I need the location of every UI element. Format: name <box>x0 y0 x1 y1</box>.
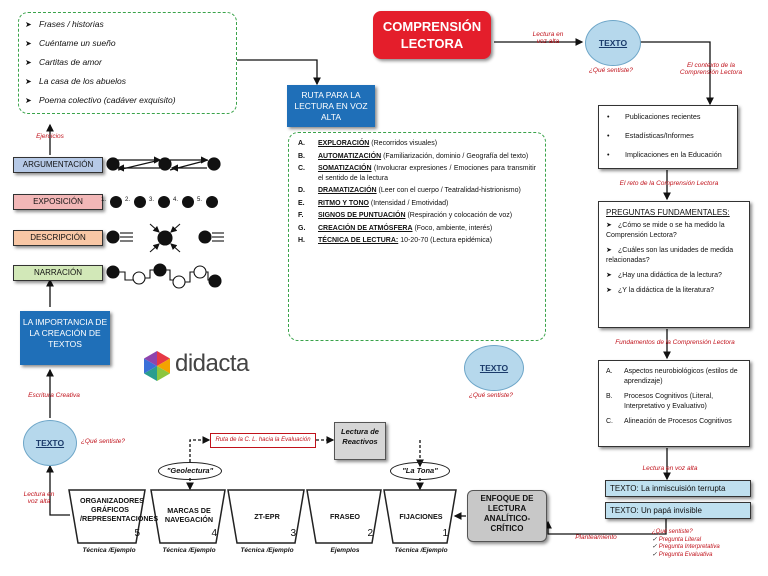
exposition-num: 5. <box>197 197 203 203</box>
aspecto-item: A.Aspectos neurobiológicos (estilos de a… <box>606 368 738 385</box>
context-box: •Publicaciones recientes •Estadísticas/I… <box>598 105 738 169</box>
aspecto-item: B.Procesos Cognitivos (Literal, Interpre… <box>606 393 714 410</box>
aspectos-box: A.Aspectos neurobiológicos (estilos de a… <box>598 360 750 447</box>
lectura-voz-alta-top: Lectura en voz alta <box>532 31 564 45</box>
fundamentos-label: Fundamentos de la Comprensión Lectora <box>615 339 735 346</box>
context-list: •Publicaciones recientes •Estadísticas/I… <box>607 112 731 169</box>
preguntas-list: ➤¿Cómo se mide o se ha medido la Compren… <box>606 221 742 296</box>
exercises-box: Frases / historias Cuéntame un sueño Car… <box>18 12 237 114</box>
exercise-item: Poema colectivo (cadáver exquisito) <box>25 91 230 110</box>
route-list: A.EXPLORACIÓN (Recorridos visuales) B.AU… <box>298 139 536 246</box>
step-2-caption: Ejemplos <box>330 547 360 554</box>
narration-chain <box>106 263 222 289</box>
step-2-shape <box>306 489 382 544</box>
route-item: F.SIGNOS DE PUNTUACIÓN (Respiración y co… <box>298 212 513 219</box>
type-descripcion: DESCRIPCIÓN <box>13 230 103 246</box>
step-3-shape <box>227 489 305 544</box>
lectura-voz-alta-right: Lectura en voz alta <box>642 465 698 472</box>
que-sentiste-left: ¿Qué sentiste? <box>80 438 126 445</box>
exercises-label: Ejercicios <box>36 133 64 140</box>
exposition-num: 4. <box>173 197 179 203</box>
steps-shapes <box>68 489 457 544</box>
que-sentiste-middle: ¿Qué sentiste? <box>468 392 514 399</box>
route-item: E.RITMO Y TONO (Intensidad / Emotividad) <box>298 199 449 207</box>
que-sentiste-top: ¿Qué sentiste? <box>588 67 634 74</box>
route-item: B.AUTOMATIZACIÓN (Familiarización, domin… <box>298 152 529 160</box>
didacta-logo-icon <box>144 351 170 381</box>
reto-label: El reto de la Comprensión Lectora <box>619 180 719 187</box>
lectura-voz-alta-left: Lectura en voz alta <box>23 491 55 505</box>
context-item: •Estadísticas/Informes <box>607 131 694 140</box>
exposition-sequence <box>110 196 218 208</box>
exercises-list: Frases / historias Cuéntame un sueño Car… <box>25 15 230 110</box>
route-item: G.CREACIÓN DE ATMÓSFERA (Foco, ambiente,… <box>298 224 493 232</box>
type-narracion: NARRACIÓN <box>13 265 103 281</box>
step-5-caption: Técnica /Ejemplo <box>82 547 136 554</box>
preguntas-title: PREGUNTAS FUNDAMENTALES: <box>606 208 730 217</box>
pregunta-item: ➤¿Cuáles son las unidades de medida rela… <box>606 247 734 264</box>
enfoque-box: ENFOQUE DE LECTURA ANALÍTICO-CRÍTICO <box>467 490 547 542</box>
route-item: A.EXPLORACIÓN (Recorridos visuales) <box>298 140 438 147</box>
exercise-item: Cartitas de amor <box>25 53 230 72</box>
page-title: COMPRENSIÓN LECTORA <box>373 11 491 59</box>
sentiste-item: ✓ Pregunta Evaluativa <box>652 551 713 558</box>
didacta-logo-text: didacta <box>175 350 249 377</box>
planteamiento-label: Planteamiento <box>575 534 617 541</box>
step-1-caption: Técnica /Ejemplo <box>394 547 448 554</box>
reactivos-box: Lectura de Reactivos <box>334 422 386 460</box>
pregunta-item: ➤¿Y la didáctica de la literatura? <box>606 287 714 294</box>
sentiste-item: ✓ Pregunta Literal <box>652 536 702 543</box>
step-4-shape <box>150 489 226 544</box>
step-5: ORGANIZADORES GRÁFICOS /REPRESENTACIONES… <box>80 496 159 539</box>
exercise-item: Frases / historias <box>25 15 230 34</box>
step-4: MARCAS DE NAVEGACIÓN 4 <box>164 506 217 539</box>
type-exposicion: EXPOSICIÓN <box>13 194 103 210</box>
description-figures <box>106 223 224 253</box>
geolectura-oval: "Geolectura" <box>158 462 222 480</box>
step-1: FIJACIONES 1 <box>399 512 448 539</box>
exercise-item: La casa de los abuelos <box>25 72 230 91</box>
page-title-text: COMPRENSIÓN LECTORA <box>382 19 482 51</box>
texto-strip-1: TEXTO: La inmiscuisión terrupta <box>605 480 751 497</box>
step-1-shape <box>383 489 457 544</box>
route-item: H.TÉCNICA DE LECTURA: 10-20-70 (Lectura … <box>298 237 493 244</box>
escritura-creativa-label: Escritura Creativa <box>28 392 80 399</box>
sentiste-list: ¿Qué sentiste? ✓ Pregunta Literal ✓ Preg… <box>652 529 762 559</box>
ruta-cl-box: Ruta de la C. L. hacia la Evaluación <box>210 433 316 448</box>
la-tona-oval: "La Tona" <box>390 462 450 480</box>
exposition-num: 3. <box>149 197 155 203</box>
route-item: C.SOMATIZACIÓN (Involucrar expresiones /… <box>298 165 536 182</box>
contexto-label: El contexto de la Comprensión Lectora <box>679 62 743 76</box>
route-box: A.EXPLORACIÓN (Recorridos visuales) B.AU… <box>288 132 546 341</box>
route-item: D.DRAMATIZACIÓN (Leer con el cuerpo / Te… <box>298 187 521 194</box>
aspectos-list: A.Aspectos neurobiológicos (estilos de a… <box>606 367 742 427</box>
step-2: FRASEO 2 <box>330 512 373 539</box>
context-item: •Implicaciones en la Educación <box>607 150 722 159</box>
sentiste-head: ¿Qué sentiste? <box>652 529 693 535</box>
step-3: ZT-EPR 3 <box>254 512 296 539</box>
argumentation-network <box>106 156 221 172</box>
exposition-num: 2. <box>125 197 131 203</box>
exposition-num: 1. <box>101 197 107 203</box>
preguntas-box: PREGUNTAS FUNDAMENTALES: ➤¿Cómo se mide … <box>598 201 750 328</box>
type-argumentacion: ARGUMENTACIÓN <box>13 157 103 173</box>
sentiste-item: ✓ Pregunta Interpretativa <box>652 544 720 550</box>
aspecto-item: C.Alineación de Procesos Cognitivos <box>606 418 732 425</box>
route-title-box: RUTA PARA LA LECTURA EN VOZ ALTA <box>287 85 375 127</box>
importance-box: LA IMPORTANCIA DE LA CREACIÓN DE TEXTOS <box>20 311 110 365</box>
texto-strip-2: TEXTO: Un papá invisible <box>605 502 751 519</box>
step-3-caption: Técnica /Ejemplo <box>240 547 294 554</box>
context-item: •Publicaciones recientes <box>607 112 701 121</box>
texto-circle-middle: TEXTO <box>464 345 524 391</box>
step-4-caption: Técnica /Ejemplo <box>162 547 216 554</box>
texto-circle-left: TEXTO <box>23 420 77 466</box>
pregunta-item: ➤¿Hay una didáctica de la lectura? <box>606 272 722 279</box>
step-5-shape <box>68 489 146 544</box>
pregunta-item: ➤¿Cómo se mide o se ha medido la Compren… <box>606 222 725 239</box>
texto-circle-top: TEXTO <box>585 20 641 66</box>
exercise-item: Cuéntame un sueño <box>25 34 230 53</box>
